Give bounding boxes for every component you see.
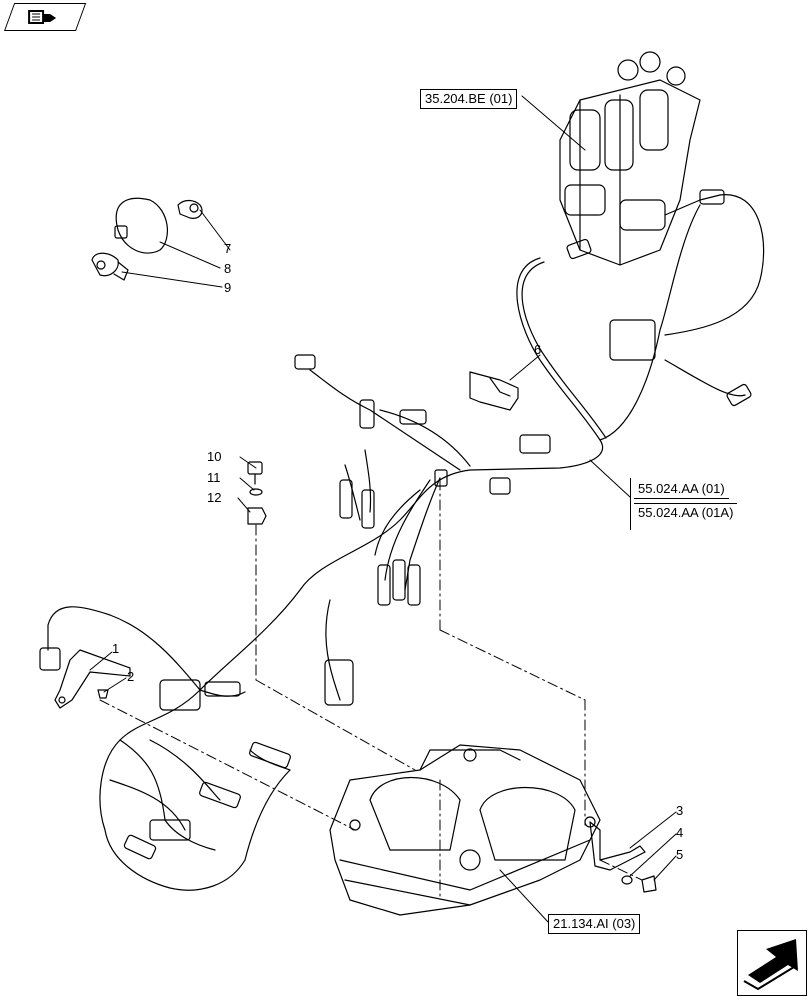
callout-7: 7	[224, 241, 232, 256]
valve-block	[559, 51, 721, 266]
book-arrow-button[interactable]	[4, 3, 87, 31]
ref-controller[interactable]: 21.134.AI (03)	[548, 914, 641, 934]
next-page-arrow-icon	[743, 939, 798, 991]
ref-valve-block[interactable]: 35.204.BE (01)	[420, 89, 518, 109]
callout-11: 11	[207, 470, 221, 485]
bracket-6	[469, 371, 519, 411]
bracket-1	[54, 649, 131, 709]
parts-10-11-12	[247, 461, 267, 525]
callout-5: 5	[676, 847, 684, 862]
book-arrow-icon	[28, 10, 57, 24]
ref-harness-bracket	[630, 478, 631, 530]
callout-9: 9	[224, 280, 232, 295]
callout-8: 8	[224, 261, 232, 276]
harness-connectors	[39, 189, 752, 860]
main-harness	[47, 194, 765, 891]
controller-unit	[329, 744, 601, 916]
callout-1: 1	[112, 641, 120, 656]
callout-3: 3	[676, 803, 684, 818]
leader-lines	[89, 95, 677, 923]
next-page-button[interactable]	[737, 930, 807, 996]
alignment-lines	[99, 479, 643, 901]
callout-6: 6	[534, 342, 542, 357]
callout-4: 4	[676, 825, 684, 840]
ref-harness-1[interactable]: 55.024.AA (01)	[634, 480, 729, 499]
callout-12: 12	[207, 490, 222, 505]
callout-10: 10	[207, 449, 222, 464]
parts-7-8-9	[91, 197, 203, 281]
callout-2: 2	[127, 669, 135, 684]
ref-harness-2[interactable]: 55.024.AA (01A)	[634, 503, 738, 522]
bracket-3	[589, 821, 657, 893]
